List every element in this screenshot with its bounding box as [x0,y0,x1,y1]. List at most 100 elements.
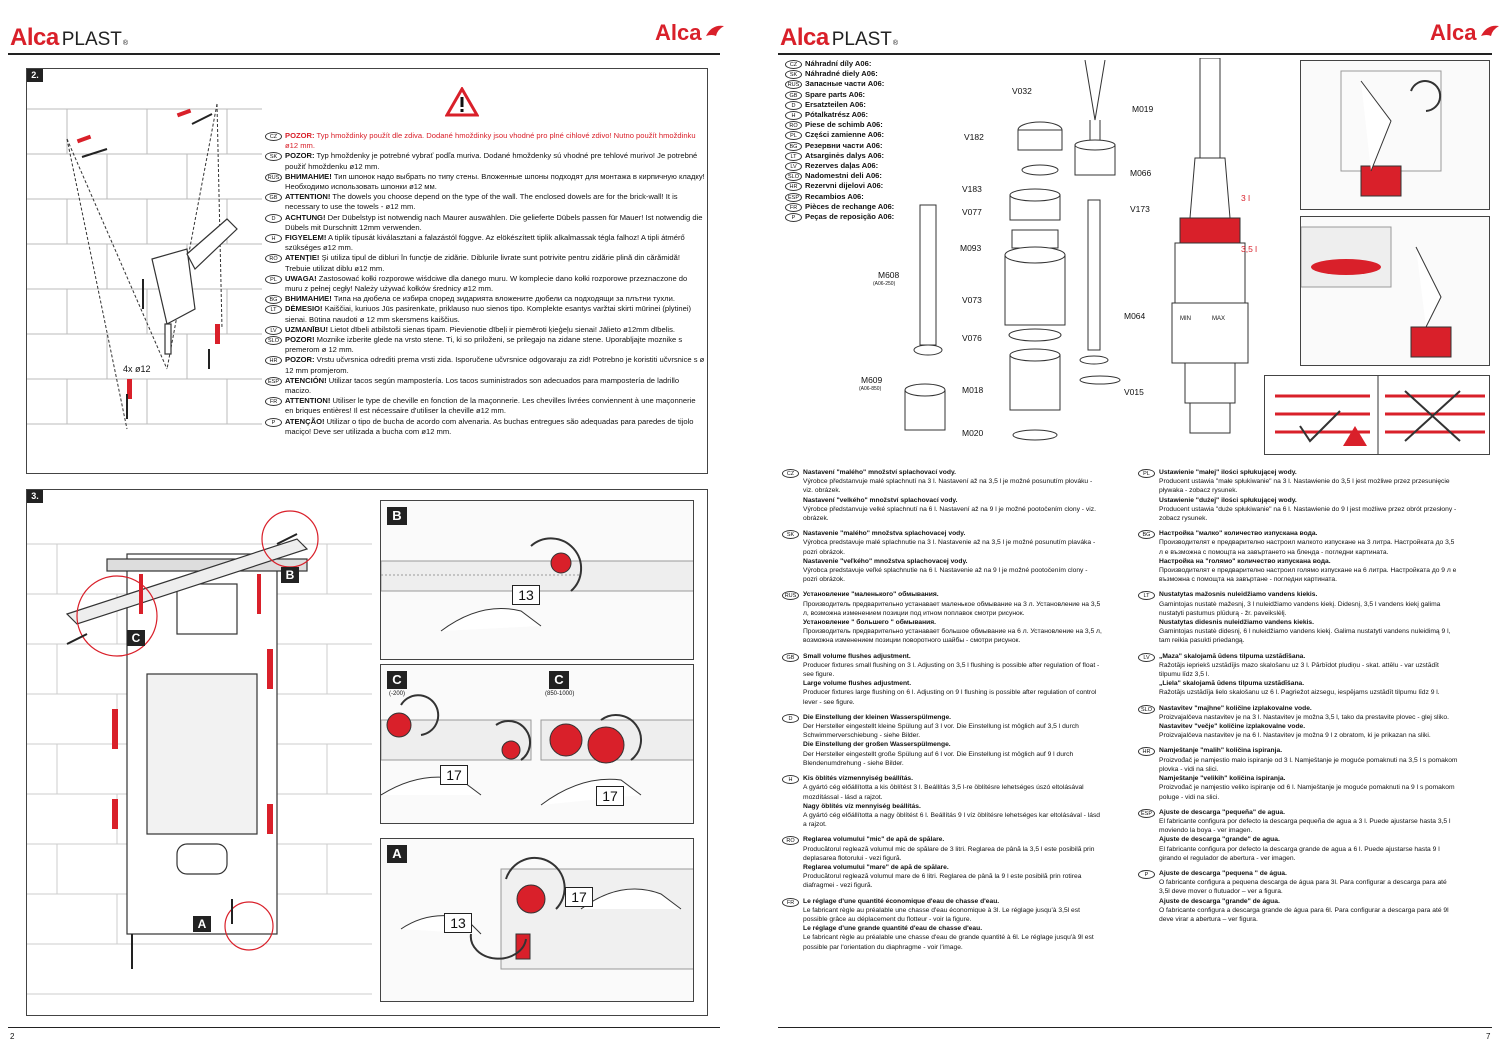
spare-parts-heading: Recambios A06: [805,191,864,201]
instruction-body: Producătorul reglează volumul mare de 6 … [803,873,1082,890]
instruction-body: Gamintojas nustatė mažesnį, 3 l nuleidži… [1159,600,1441,617]
instruction-text: Настройка "малко" количество изпускана в… [1159,529,1459,584]
warning-text-wrap: UZMANĪBU! Lietot dībeli atbilstoši siena… [285,325,675,335]
instruction-body: Producătorul reglează volumul mic de spă… [803,845,1095,862]
warning-label: ВНИМАНИЕ! [285,171,332,181]
instruction-text: Nastavenie "malého" množstva splachovace… [803,529,1103,584]
part-label-m608: M608 [878,270,900,280]
warning-text: Moznike izberite glede na vrsto stene. T… [285,335,683,355]
language-code-badge: GB [265,193,282,203]
instruction-body: Producer fixtures small flushing on 3 l.… [803,661,1100,679]
wrench-size-label: 13 [444,913,472,933]
spare-parts-heading: Piese de schimb A06: [805,120,883,130]
instruction-text: Nustatytas mažosnis nuleidžiamo vandens … [1159,590,1459,645]
volume-label-3-5l: 3,5 l [1241,244,1258,254]
language-code-badge: SLO [1138,704,1155,714]
warning-text: Типа на дюбела се избира според зидарият… [333,294,675,304]
detail-a-illustration [400,856,693,970]
spare-parts-heading: Rezervni dijelovi A06: [805,181,884,191]
language-code-badge: D [785,100,802,110]
part-label-m609: M609 [861,375,883,385]
instruction-heading: Le réglage d'une grande quantité d'eau d… [803,925,983,933]
wrench-size-label: 13 [512,585,540,605]
part-label-v076: V076 [962,333,982,343]
instruction-text: Small volume flushes adjustment.Producer… [803,652,1103,707]
logo-registered-mark: ® [892,40,899,47]
language-code-badge: RUS [265,172,282,182]
warning-text-wrap: ATTENTION! The dowels you choose depend … [285,192,705,212]
instruction-body: Výrobce předstanvuje velké splachnutí na… [803,505,1096,523]
language-code-badge: CZ [785,60,802,69]
language-code-badge: LT [1138,591,1155,601]
spare-parts-heading: Spare parts A06: [805,89,866,99]
instruction-body: Ražotājs iepriekš uzstādījis mazo skaloš… [1159,661,1439,679]
detail-panel-a: A 13 17 [380,838,694,1002]
instruction-text: Kis öblítés vízmennyiség beállítás.A gyá… [803,774,1103,829]
instruction-heading: Ajuste de descarga "pequena " de água. [1159,869,1287,877]
drill-diameter-label: 4x ø12 [123,364,151,374]
instruction-heading: Small volume flushes adjustment. [803,652,911,660]
instruction-body: O fabricante configura a pequena descarg… [1159,879,1447,896]
panel-tag: C [387,671,407,689]
language-code-badge: BG [265,295,282,305]
spare-parts-heading: Náhradní díly A06: [805,59,872,68]
language-code-badge: RO [265,254,282,264]
correct-incorrect-panel [1264,375,1490,455]
instruction-body: Производителят е предварително настроил … [1159,567,1457,584]
logo-plast-text: PLAST [61,29,122,50]
instruction-heading: Die Einstellung der großen Wasserspülmen… [803,741,951,749]
assembled-valve-illustration [1171,58,1249,434]
instruction-heading: Namještanje "malih" količina ispiranja. [1159,747,1283,755]
warning-text-wrap: ATENCIÓN! Utilizar tacos según mamposter… [285,376,705,396]
float-adjustment-panel [1300,60,1490,210]
instruction-heading: Nagy öblítés víz mennyiség beállítás. [803,802,921,810]
part-label-m093: M093 [960,243,982,253]
warning-label: ATENŢIE! [285,253,320,263]
warning-text: Utiliser le type de cheville en fonction… [285,396,696,416]
instruction-heading: Nastavenie "malého" množstva splachovace… [803,530,966,538]
instruction-body: Le fabricant règle au préalable une chas… [803,906,1080,923]
language-code-badge: CZ [265,132,282,141]
instruction-heading: Reglarea volumului "mare" de apă de spăl… [803,863,949,871]
instruction-heading: Nustatytas mažosnis nuleidžiamo vandens … [1159,591,1318,599]
wrench-size-label: 17 [440,765,468,785]
warning-label: ATTENTION! [285,192,331,202]
language-code-badge: GB [785,90,802,100]
language-code-badge: FR [782,897,799,907]
language-code-badge: CZ [782,469,799,478]
warning-text: The dowels you choose depend on the type… [285,192,678,212]
instruction-body: Proizvajalčeva nastavitev je na 6 l. Nas… [1159,732,1431,740]
logo-alca-text: Alca [780,24,829,51]
instruction-body: Výrobca predstavuje veľké splachnutie na… [803,567,1088,584]
warning-label: POZOR: [285,131,315,140]
warning-label: ATENCIÓN! [285,375,327,385]
language-code-badge: BG [785,141,802,151]
warning-label: UWAGA! [285,273,317,283]
instruction-text: Установление "маленького" обмывания.Прои… [803,590,1103,645]
warning-label: POZOR! [285,335,315,345]
warning-text: Lietot dībeli atbilstoši sienas tipam. P… [330,324,676,334]
warning-text: Der Dübelstyp ist notwendig nach Maurer … [285,212,703,232]
instruction-heading: Nastavení "velkého" množství splachovací… [803,496,958,504]
